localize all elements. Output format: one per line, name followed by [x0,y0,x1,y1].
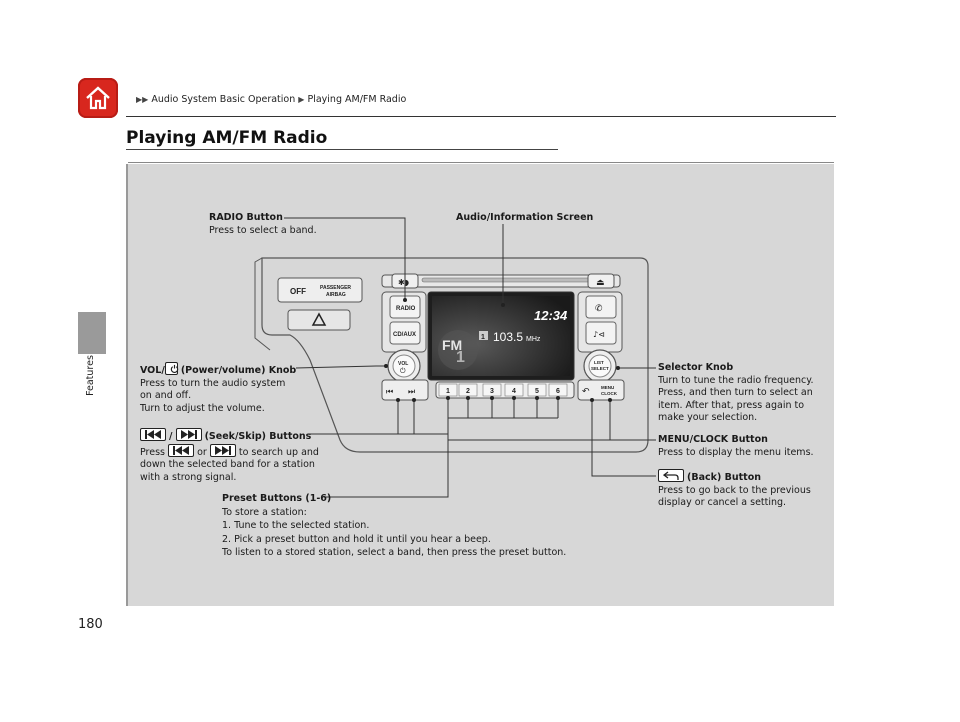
power-icon [164,362,179,375]
seek-forward-icon [209,443,236,457]
eject-button[interactable] [587,273,615,289]
screen-callout: Audio/Information Screen [456,212,594,223]
page-number: 180 [78,617,103,632]
brightness-icon: ✱◗ [398,278,409,287]
svg-text:CD/AUX: CD/AUX [393,332,416,338]
preset-label: 3 [490,388,494,395]
title-rule [126,149,558,150]
dashboard-outline [261,257,649,453]
seek-forward-icon[interactable]: ⏭ [408,387,415,396]
breadcrumb-current: Playing AM/FM Radio [307,94,407,105]
panel-edge [126,164,128,606]
leader-lines [284,217,656,498]
band-display: FM [442,337,462,353]
phone-button[interactable] [585,295,617,319]
menu-clock-callout: MENU/CLOCK Button Press to display the m… [658,434,814,458]
hazard-button[interactable] [287,309,351,331]
breadcrumb-arrow-icon: ▶▶ [136,95,149,104]
power-icon: ⏻ [400,367,406,375]
back-icon [658,469,684,482]
panel-rule [128,162,834,163]
radio-button-callout: RADIO Button Press to select a band. [209,212,317,236]
svg-text:1: 1 [481,334,485,341]
seek-forward-icon [175,428,202,441]
breadcrumb-link-audio[interactable]: Audio System Basic Operation [151,94,296,105]
back-icon[interactable]: ↶ [582,387,590,397]
breadcrumb: ▶▶ Audio System Basic Operation ▶ Playin… [136,94,406,105]
preset-callout: Preset Buttons (1-6) To store a station:… [222,493,567,558]
clock-display: 12:34 [534,308,568,323]
vol-knob-callout: VOL/ (Power/volume) Knob Press to turn t… [140,362,296,415]
svg-text:PASSENGER: PASSENGER [320,285,351,291]
eject-icon: ⏏ [596,278,605,288]
selector-knob-callout: Selector Knob Turn to tune the radio fre… [658,362,814,423]
seek-back-icon [140,428,166,441]
svg-text:SELECT: SELECT [591,366,609,371]
home-icon [86,86,110,110]
frequency-display: 103.5 [493,330,523,344]
section-tab[interactable] [78,312,106,354]
breadcrumb-arrow-icon: ▶ [298,95,305,104]
preset-label: 5 [535,388,539,395]
talk-button[interactable] [585,321,617,345]
menu-clock-button[interactable]: MENU [601,385,614,390]
svg-text:LIST: LIST [594,360,604,365]
header-rule [126,116,836,117]
seek-back-icon[interactable]: ⏮ [386,387,393,396]
back-button-callout: (Back) Button Press to go back to the pr… [658,469,811,510]
preset-label: 4 [512,388,516,395]
preset-label: 6 [556,388,560,395]
airbag-off: OFF [290,287,306,296]
svg-text:MHz: MHz [526,336,541,343]
svg-text:1: 1 [456,349,465,366]
svg-text:CLOCK: CLOCK [601,391,618,396]
cdaux-button[interactable] [389,321,421,345]
page-title: Playing AM/FM Radio [126,128,328,148]
phone-icon: ✆ [595,304,603,314]
svg-text:AIRBAG: AIRBAG [326,292,346,298]
svg-text:RADIO: RADIO [396,306,416,312]
airbag-indicator [277,277,363,303]
svg-text:VOL: VOL [398,361,408,367]
seek-callout: / (Seek/Skip) Buttons Press or to search… [140,428,319,484]
talk-icon: ♪⊲ [593,330,605,339]
preset-label: 1 [446,388,450,395]
hazard-icon [311,312,327,326]
cd-slot [421,277,593,283]
preset-label: 2 [466,388,470,395]
seek-back-icon [168,443,195,457]
home-button[interactable] [78,78,118,118]
